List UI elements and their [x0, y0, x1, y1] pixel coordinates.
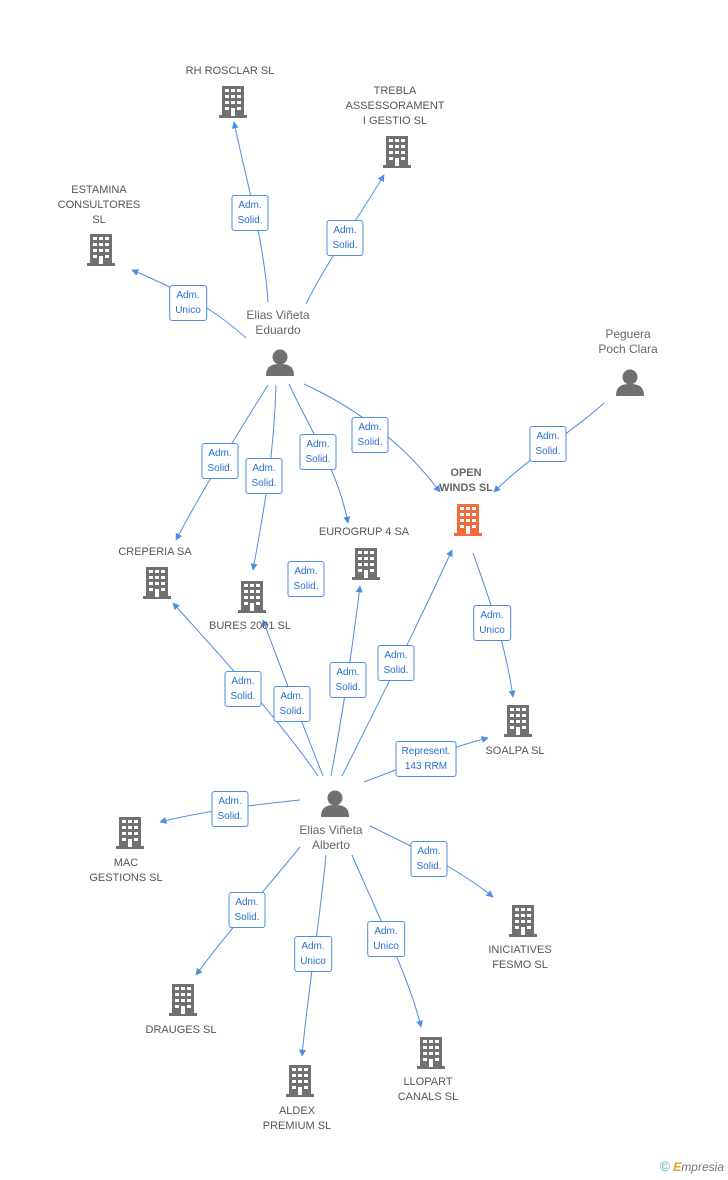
person-icon-elias-eduardo[interactable] — [266, 349, 294, 377]
person-icon-elias-alberto[interactable] — [321, 790, 349, 818]
empresia-logo: Empresia — [673, 1160, 724, 1174]
node-label-eurogrup[interactable]: EUROGRUP 4 SA — [318, 526, 410, 538]
node-label-iniciatives[interactable]: INICIATIVES FESMO SL — [488, 944, 552, 971]
node-label-aldex[interactable]: ALDEX PREMIUM SL — [262, 1105, 332, 1132]
building-icon-estamina[interactable] — [87, 234, 115, 266]
edge-label-e17[interactable]: Adm. Solid. — [410, 841, 448, 877]
edge-label-e8[interactable]: Adm. Solid. — [529, 426, 567, 462]
edge-label-e3[interactable]: Adm. Unico — [169, 285, 207, 321]
node-label-rh-rosclar[interactable]: RH ROSCLAR SL — [185, 65, 275, 77]
building-icon-iniciatives[interactable] — [509, 905, 537, 937]
edge-label-e10[interactable]: Adm. Solid. — [224, 671, 262, 707]
building-icon-drauges[interactable] — [169, 984, 197, 1016]
edge-label-e9[interactable]: Adm. Unico — [473, 605, 511, 641]
node-label-drauges[interactable]: DRAUGES SL — [145, 1024, 217, 1036]
node-label-creperia[interactable]: CREPERIA SA — [118, 546, 192, 558]
edge-label-e19[interactable]: Adm. Unico — [294, 936, 332, 972]
building-icon-open-winds[interactable] — [454, 504, 482, 536]
building-icon-bures[interactable] — [238, 581, 266, 613]
empresia-credit[interactable]: © Empresia — [660, 1158, 724, 1174]
edge-label-e7[interactable]: Adm. Solid. — [351, 417, 389, 453]
node-label-elias-eduardo[interactable]: Elias Viñeta Eduardo — [246, 308, 310, 337]
edge-label-e6[interactable]: Adm. Solid. — [299, 434, 337, 470]
node-label-elias-alberto[interactable]: Elias Viñeta Alberto — [299, 823, 363, 852]
edge-label-e15[interactable]: Represent. 143 RRM — [395, 741, 457, 777]
edge-label-e14[interactable]: Adm. Solid. — [287, 561, 325, 597]
node-label-peguera[interactable]: Peguera Poch Clara — [598, 327, 658, 356]
node-label-trebla[interactable]: TREBLA ASSESSORAMENT I GESTIO SL — [345, 85, 445, 127]
edge-label-e4[interactable]: Adm. Solid. — [201, 443, 239, 479]
edge-label-e20[interactable]: Adm. Unico — [367, 921, 405, 957]
building-icon-trebla[interactable] — [383, 136, 411, 168]
node-label-soalpa[interactable]: SOALPA SL — [485, 745, 545, 757]
edge-label-e12[interactable]: Adm. Solid. — [329, 662, 367, 698]
building-icon-creperia[interactable] — [143, 567, 171, 599]
building-icon-eurogrup[interactable] — [352, 548, 380, 580]
building-icon-rh-rosclar[interactable] — [219, 86, 247, 118]
edge-label-e5[interactable]: Adm. Solid. — [245, 458, 283, 494]
node-label-open-winds[interactable]: OPEN WINDS SL — [439, 467, 493, 494]
building-icon-mac[interactable] — [116, 817, 144, 849]
edge-label-e13[interactable]: Adm. Solid. — [377, 645, 415, 681]
edge-label-e1[interactable]: Adm. Solid. — [231, 195, 269, 231]
edge-label-e16[interactable]: Adm. Solid. — [211, 791, 249, 827]
node-label-mac[interactable]: MAC GESTIONS SL — [89, 857, 163, 884]
building-icon-aldex[interactable] — [286, 1065, 314, 1097]
edge-label-e18[interactable]: Adm. Solid. — [228, 892, 266, 928]
copyright-icon: © — [659, 1158, 670, 1174]
node-label-llopart[interactable]: LLOPART CANALS SL — [397, 1076, 459, 1103]
node-label-bures[interactable]: BURES 2001 SL — [209, 620, 291, 632]
edge-label-e11[interactable]: Adm. Solid. — [273, 686, 311, 722]
node-label-estamina[interactable]: ESTAMINA CONSULTORES SL — [57, 184, 141, 226]
building-icon-soalpa[interactable] — [504, 705, 532, 737]
person-icon-peguera[interactable] — [616, 369, 644, 397]
building-icon-llopart[interactable] — [417, 1037, 445, 1069]
edge-label-e2[interactable]: Adm. Solid. — [326, 220, 364, 256]
